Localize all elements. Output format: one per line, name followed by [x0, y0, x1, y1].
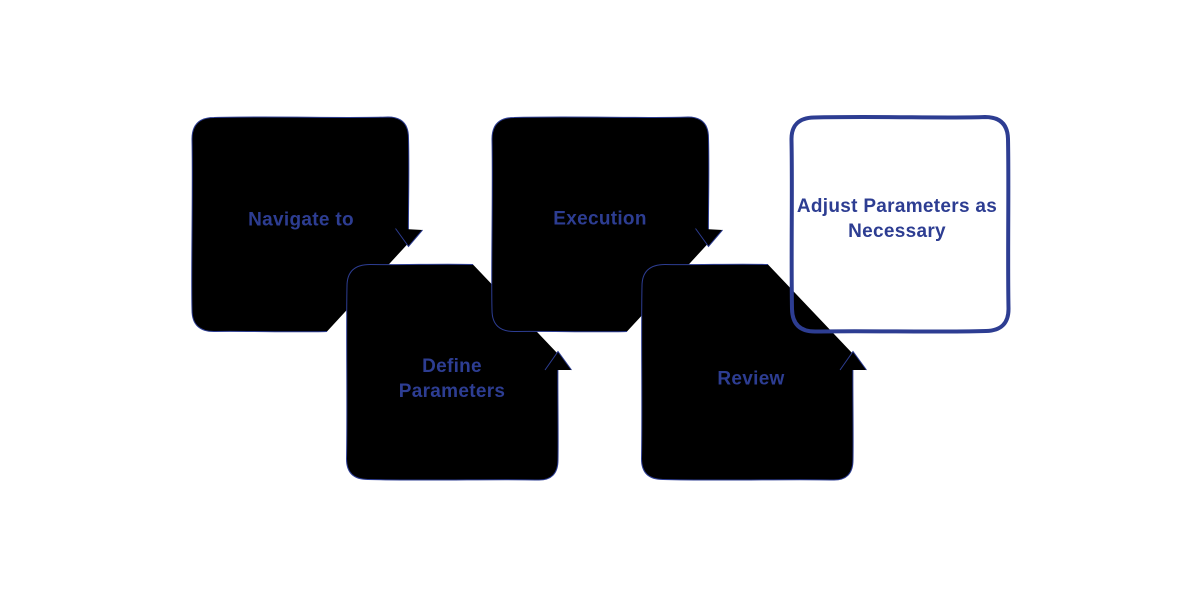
node-label-adjust-parameters: Adjust Parameters as Necessary — [796, 196, 998, 242]
node-outline-adjust-parameters — [789, 115, 1011, 334]
node-label-review: Review — [717, 368, 785, 390]
node-label-execution: Execution — [553, 208, 647, 230]
node-label-define-parameters: Define Parameters — [398, 356, 506, 402]
node-label-navigate-to: Navigate to — [248, 209, 354, 231]
ink-layer — [191, 115, 1011, 481]
